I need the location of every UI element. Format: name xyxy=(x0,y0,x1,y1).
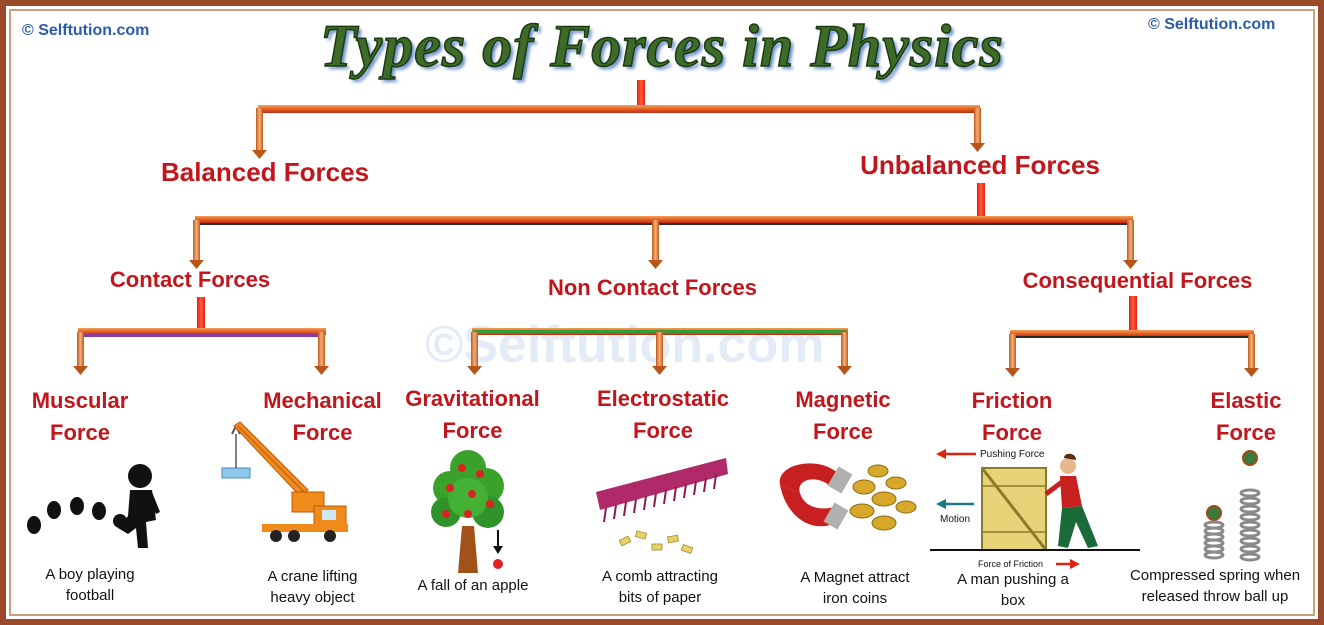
pushing-force-label: Pushing Force xyxy=(980,449,1045,460)
inner-border xyxy=(9,9,1315,616)
connector-level1 xyxy=(252,80,985,159)
muscular-line2: Force xyxy=(50,420,110,445)
mechanical-line1: Mechanical xyxy=(263,388,382,413)
caption-gravitational-line1: A fall of an apple xyxy=(417,577,529,594)
caption-mechanical-line2: heavy object xyxy=(270,589,355,606)
caption-electrostatic: A comb attracting bits of paper xyxy=(580,566,740,608)
caption-magnetic: A Magnet attract iron coins xyxy=(780,567,930,609)
electrostatic-line2: Force xyxy=(633,418,693,443)
gravitational-line1: Gravitational xyxy=(405,386,540,411)
caption-muscular-line2: football xyxy=(65,587,115,604)
caption-elastic-line2: released throw ball up xyxy=(1141,588,1289,605)
friction-line2: Force xyxy=(982,420,1042,445)
caption-friction: A man pushing a box xyxy=(938,569,1088,611)
motion-label: Motion xyxy=(940,514,970,525)
label-consequential-forces: Consequential Forces xyxy=(1022,268,1253,293)
magnet-coins-illustration xyxy=(779,463,917,531)
label-elastic-force: Elastic Force xyxy=(1200,385,1292,449)
connector-consequential xyxy=(1005,296,1259,377)
man-pushing-box-illustration: Pushing Force Motion Force of Friction xyxy=(930,449,1140,569)
spring-ball-illustration xyxy=(1203,450,1261,562)
page-title: Types of Forces in Physics xyxy=(319,12,1004,80)
copyright-left: © Selftution.com xyxy=(22,22,150,39)
label-muscular-force: Muscular Force xyxy=(20,385,140,449)
label-gravitational-force: Gravitational Force xyxy=(395,383,550,447)
caption-mechanical-line1: A crane lifting xyxy=(267,568,358,585)
boy-football-illustration xyxy=(27,464,160,548)
caption-friction-line2: box xyxy=(1000,592,1026,609)
caption-magnetic-line1: A Magnet attract xyxy=(800,569,910,586)
magnetic-line2: Force xyxy=(813,419,873,444)
connector-level2 xyxy=(189,183,1138,269)
label-electrostatic-force: Electrostatic Force xyxy=(588,383,738,447)
caption-friction-line1: A man pushing a xyxy=(957,571,1069,588)
label-magnetic-force: Magnetic Force xyxy=(783,384,903,448)
caption-electrostatic-line1: A comb attracting xyxy=(602,568,718,585)
crane-illustration xyxy=(221,421,348,542)
label-mechanical-force: Mechanical Force xyxy=(255,385,390,449)
connector-contact xyxy=(73,297,329,375)
caption-muscular: A boy playing football xyxy=(20,564,160,606)
label-friction-force: Friction Force xyxy=(962,385,1062,449)
friction-force-label: Force of Friction xyxy=(978,559,1043,569)
muscular-line1: Muscular xyxy=(31,388,129,413)
apple-tree-illustration xyxy=(431,450,504,573)
friction-line1: Friction xyxy=(971,388,1053,413)
mechanical-line2: Force xyxy=(292,420,353,445)
label-balanced-forces: Balanced Forces xyxy=(160,157,370,187)
caption-elastic: Compressed spring when released throw ba… xyxy=(1115,565,1315,607)
caption-elastic-line1: Compressed spring when xyxy=(1129,567,1301,584)
caption-gravitational: A fall of an apple xyxy=(398,575,548,596)
caption-mechanical: A crane lifting heavy object xyxy=(240,566,385,608)
comb-illustration xyxy=(596,458,728,555)
elastic-line2: Force xyxy=(1216,420,1276,445)
label-unbalanced-forces: Unbalanced Forces xyxy=(860,150,1100,180)
gravitational-line2: Force xyxy=(442,418,503,443)
caption-muscular-line1: A boy playing xyxy=(45,566,135,583)
magnetic-line1: Magnetic xyxy=(795,387,891,412)
elastic-line1: Elastic xyxy=(1210,388,1282,413)
caption-electrostatic-line2: bits of paper xyxy=(618,589,702,606)
caption-magnetic-line2: iron coins xyxy=(822,590,888,607)
connector-noncontact xyxy=(467,328,852,375)
label-contact-forces: Contact Forces xyxy=(109,267,271,292)
label-non-contact-forces: Non Contact Forces xyxy=(547,275,758,300)
watermark: ©Selftution.com xyxy=(425,316,825,374)
electrostatic-line1: Electrostatic xyxy=(596,386,730,411)
copyright-right: © Selftution.com xyxy=(1148,16,1276,33)
